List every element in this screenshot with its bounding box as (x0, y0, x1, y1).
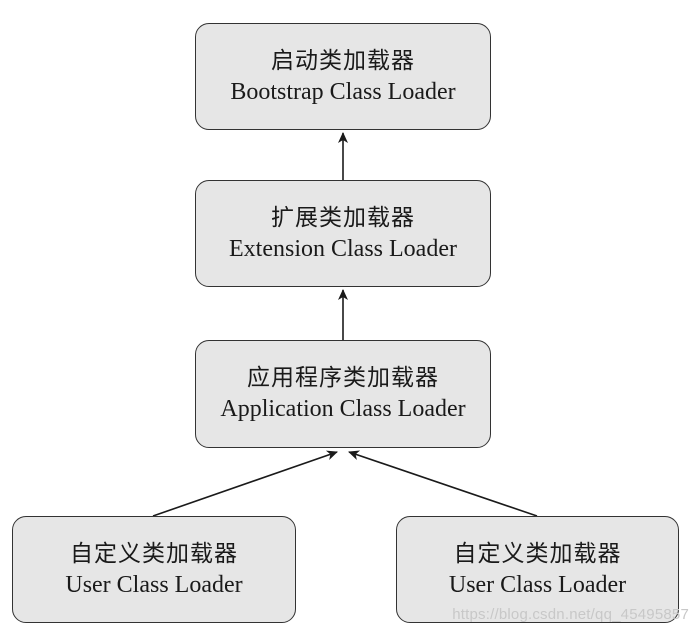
extension-label-cn: 扩展类加载器 (271, 204, 415, 231)
application-label-cn: 应用程序类加载器 (247, 365, 439, 391)
user-left-label-en: User Class Loader (65, 571, 243, 598)
bootstrap-label-en: Bootstrap Class Loader (230, 78, 456, 105)
user-class-loader-node-left: 自定义类加载器 User Class Loader (12, 516, 296, 623)
application-label-en: Application Class Loader (220, 396, 466, 422)
bootstrap-label-cn: 启动类加载器 (271, 47, 415, 74)
user-right-label-cn: 自定义类加载器 (453, 540, 622, 567)
arrow-user-left-to-application (152, 450, 338, 517)
user-left-label-cn: 自定义类加载器 (70, 540, 238, 567)
application-class-loader-node: 应用程序类加载器 Application Class Loader (195, 340, 491, 448)
watermark-url: https://blog.csdn.net/qq_45495857 (452, 606, 689, 623)
extension-label-en: Extension Class Loader (229, 235, 457, 262)
extension-class-loader-node: 扩展类加载器 Extension Class Loader (195, 180, 491, 287)
user-class-loader-node-right: 自定义类加载器 User Class Loader (396, 516, 679, 623)
user-right-label-en: User Class Loader (448, 571, 627, 598)
arrow-user-right-to-application (348, 450, 538, 517)
bootstrap-class-loader-node: 启动类加载器 Bootstrap Class Loader (195, 23, 491, 130)
